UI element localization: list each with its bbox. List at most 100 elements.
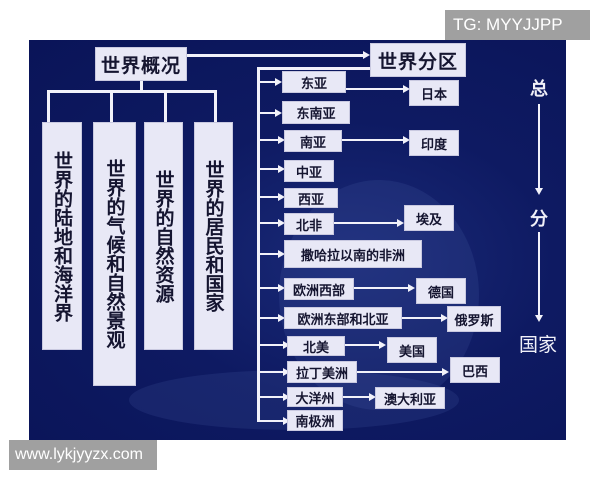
flow-label-country: 国家 — [519, 330, 557, 357]
region-south-asia: 南亚 — [284, 130, 342, 152]
region-southeast-asia: 东南亚 — [282, 101, 350, 124]
region-label: 北美 — [302, 340, 329, 356]
country-label: 美国 — [398, 344, 425, 360]
arrow-right-icon — [283, 341, 290, 349]
region-label: 欧洲东部和北亚 — [297, 312, 389, 328]
arrow-right-icon — [379, 341, 386, 349]
branch-line — [260, 287, 279, 289]
arrow-right-icon — [408, 284, 415, 292]
region-north-africa: 北非 — [284, 213, 334, 235]
country-label: 俄罗斯 — [454, 313, 494, 329]
branch-line — [260, 112, 276, 114]
connector-left-bar — [47, 90, 217, 93]
country-line — [334, 222, 398, 224]
branch-line — [260, 344, 284, 346]
root-world-regions: 世界分区 — [370, 43, 466, 77]
flow-label-divided-text: 分 — [530, 209, 548, 230]
branch-line — [260, 371, 284, 373]
branch-land-ocean: 世界的陆地和海洋界 — [42, 122, 82, 350]
region-label: 南亚 — [299, 135, 326, 151]
arrow-right-icon — [275, 78, 282, 86]
country-line — [354, 287, 409, 289]
region-label: 东南亚 — [296, 107, 336, 122]
region-label: 南极洲 — [295, 415, 335, 430]
country-line — [342, 139, 403, 141]
branch-natural-resources: 世界的自然资源 — [144, 122, 183, 350]
branch-line — [260, 81, 276, 83]
root-world-overview-label: 世界概况 — [100, 54, 181, 77]
arrow-right-icon — [442, 368, 449, 376]
country-label: 埃及 — [415, 212, 442, 228]
arrow-right-icon — [278, 219, 285, 227]
branch-population-countries: 世界的居民和国家 — [194, 122, 233, 350]
arrow-right-icon — [278, 193, 285, 201]
watermark-bottom-text: www.lykjyyzx.com — [15, 446, 144, 463]
branch-line — [260, 139, 279, 141]
arrow-right-icon — [283, 417, 290, 425]
arrow-right-icon — [275, 109, 282, 117]
branch-land-ocean-label: 世界的陆地和海洋界 — [51, 150, 73, 322]
country-india: 印度 — [409, 130, 459, 156]
country-label: 印度 — [420, 137, 447, 153]
branch-population-countries-label: 世界的居民和国家 — [202, 160, 225, 312]
flow-label-general-text: 总 — [530, 79, 548, 100]
country-line — [346, 88, 403, 90]
tree-trunk — [257, 67, 260, 422]
branch-line — [260, 196, 279, 198]
region-central-asia: 中亚 — [284, 160, 334, 182]
connector-overview-to-regions — [187, 54, 363, 57]
arrow-right-icon — [278, 250, 285, 258]
region-label: 中亚 — [295, 165, 322, 181]
arrow-right-icon — [283, 368, 290, 376]
branch-line — [260, 420, 284, 422]
country-egypt: 埃及 — [404, 205, 454, 231]
country-line — [357, 371, 443, 373]
branch-line — [260, 253, 279, 255]
branch-line — [260, 396, 284, 398]
arrow-right-icon — [403, 85, 410, 93]
branch-line — [260, 168, 279, 170]
region-west-asia: 西亚 — [284, 188, 338, 208]
arrow-right-icon — [363, 51, 370, 59]
arrow-right-icon — [278, 314, 285, 322]
root-world-regions-label: 世界分区 — [377, 50, 458, 73]
country-australia: 澳大利亚 — [375, 387, 445, 409]
flow-line-2 — [538, 232, 540, 316]
country-line — [343, 396, 370, 398]
region-sub-saharan-africa: 撒哈拉以南的非洲 — [284, 240, 422, 268]
connector-col1 — [47, 90, 50, 122]
connector-col2 — [110, 90, 113, 122]
root-world-overview: 世界概况 — [95, 47, 187, 81]
arrow-right-icon — [278, 165, 285, 173]
region-label: 大洋州 — [295, 391, 335, 407]
country-label: 德国 — [427, 285, 454, 301]
region-east-asia: 东亚 — [282, 71, 346, 93]
branch-climate-landscape-label: 世界的气候和自然景观 — [103, 159, 126, 349]
flow-label-country-text: 国家 — [519, 334, 558, 356]
country-label: 日本 — [420, 87, 447, 103]
watermark-bottom: www.lykjyyzx.com — [9, 440, 157, 470]
arrow-right-icon — [278, 284, 285, 292]
region-north-america: 北美 — [287, 336, 345, 356]
region-label: 北非 — [295, 218, 322, 234]
region-label: 撒哈拉以南的非洲 — [300, 248, 405, 264]
arrow-right-icon — [369, 393, 376, 401]
region-oceania: 大洋州 — [287, 387, 343, 407]
branch-natural-resources-label: 世界的自然资源 — [152, 169, 175, 303]
country-usa: 美国 — [387, 337, 437, 363]
arrow-right-icon — [283, 393, 290, 401]
flow-label-general: 总 — [530, 75, 548, 101]
arrow-right-icon — [397, 219, 404, 227]
arrow-right-icon — [403, 136, 410, 144]
branch-line — [260, 317, 279, 319]
region-latin-america: 拉丁美洲 — [287, 361, 357, 383]
connector-left-down — [140, 81, 143, 91]
region-label: 欧洲西部 — [292, 283, 345, 299]
flow-label-divided: 分 — [530, 205, 548, 231]
branch-line — [260, 222, 279, 224]
region-eastern-europe-north-asia: 欧洲东部和北亚 — [284, 307, 402, 329]
branch-climate-landscape: 世界的气候和自然景观 — [93, 122, 136, 386]
arrow-down-icon — [535, 315, 543, 322]
country-label: 澳大利亚 — [383, 392, 436, 408]
watermark-top: TG: MYYJJPP — [445, 10, 590, 40]
